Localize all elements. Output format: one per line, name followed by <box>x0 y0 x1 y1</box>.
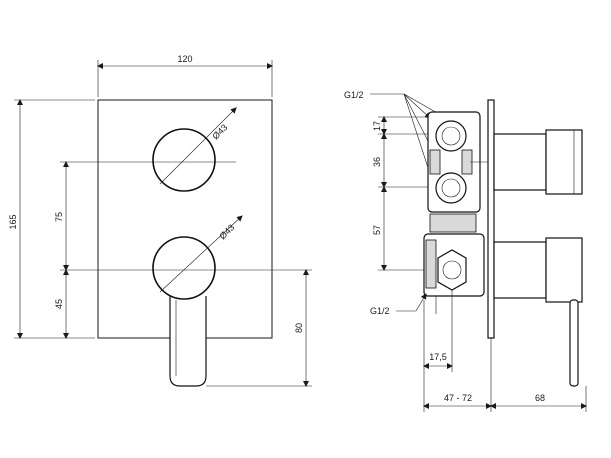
upper-handle-side <box>493 129 583 195</box>
dia-bottom-label: Ø43 <box>217 222 236 241</box>
dimension-17-5: 17,5 <box>423 290 453 412</box>
dimension-depth: 47 - 72 68 <box>423 338 587 412</box>
dimension-chain-vertical: 17 36 57 <box>372 116 387 271</box>
dia-top-label: Ø43 <box>210 122 229 141</box>
dimension-width: 120 <box>97 54 273 97</box>
plate-side <box>487 99 495 339</box>
width-dim-label: 120 <box>177 54 192 64</box>
thread-top-label: G1/2 <box>344 90 364 100</box>
dim-17-5-label: 17,5 <box>429 352 447 362</box>
connector-block <box>429 213 477 233</box>
front-view: 120 165 75 45 Ø43 Ø43 <box>8 54 312 387</box>
dim-36-label: 36 <box>372 157 382 167</box>
dim-57-label: 57 <box>372 225 382 235</box>
dim-47-72-label: 47 - 72 <box>444 393 472 403</box>
dim-75-label: 75 <box>54 212 64 222</box>
thread-bottom-label: G1/2 <box>370 306 390 316</box>
dimension-80: 80 <box>206 269 312 387</box>
dimension-vertical-left: 75 45 <box>54 161 69 339</box>
lower-handle-side <box>493 237 583 387</box>
dim-80-label: 80 <box>294 323 304 333</box>
height-dim-label: 165 <box>8 214 18 229</box>
valve-body-lower <box>423 233 485 314</box>
diverter-knob-circle <box>152 128 216 192</box>
dimension-height: 165 <box>8 99 95 339</box>
dim-68-label: 68 <box>535 393 545 403</box>
dim-45-label: 45 <box>54 299 64 309</box>
mixer-lever <box>152 236 216 387</box>
dia-top-leader <box>159 107 237 185</box>
side-view: G1/2 17 36 57 <box>344 90 587 412</box>
dim-17-label: 17 <box>372 121 382 131</box>
valve-body-upper <box>427 111 545 213</box>
dia-bottom-leader <box>159 215 243 293</box>
